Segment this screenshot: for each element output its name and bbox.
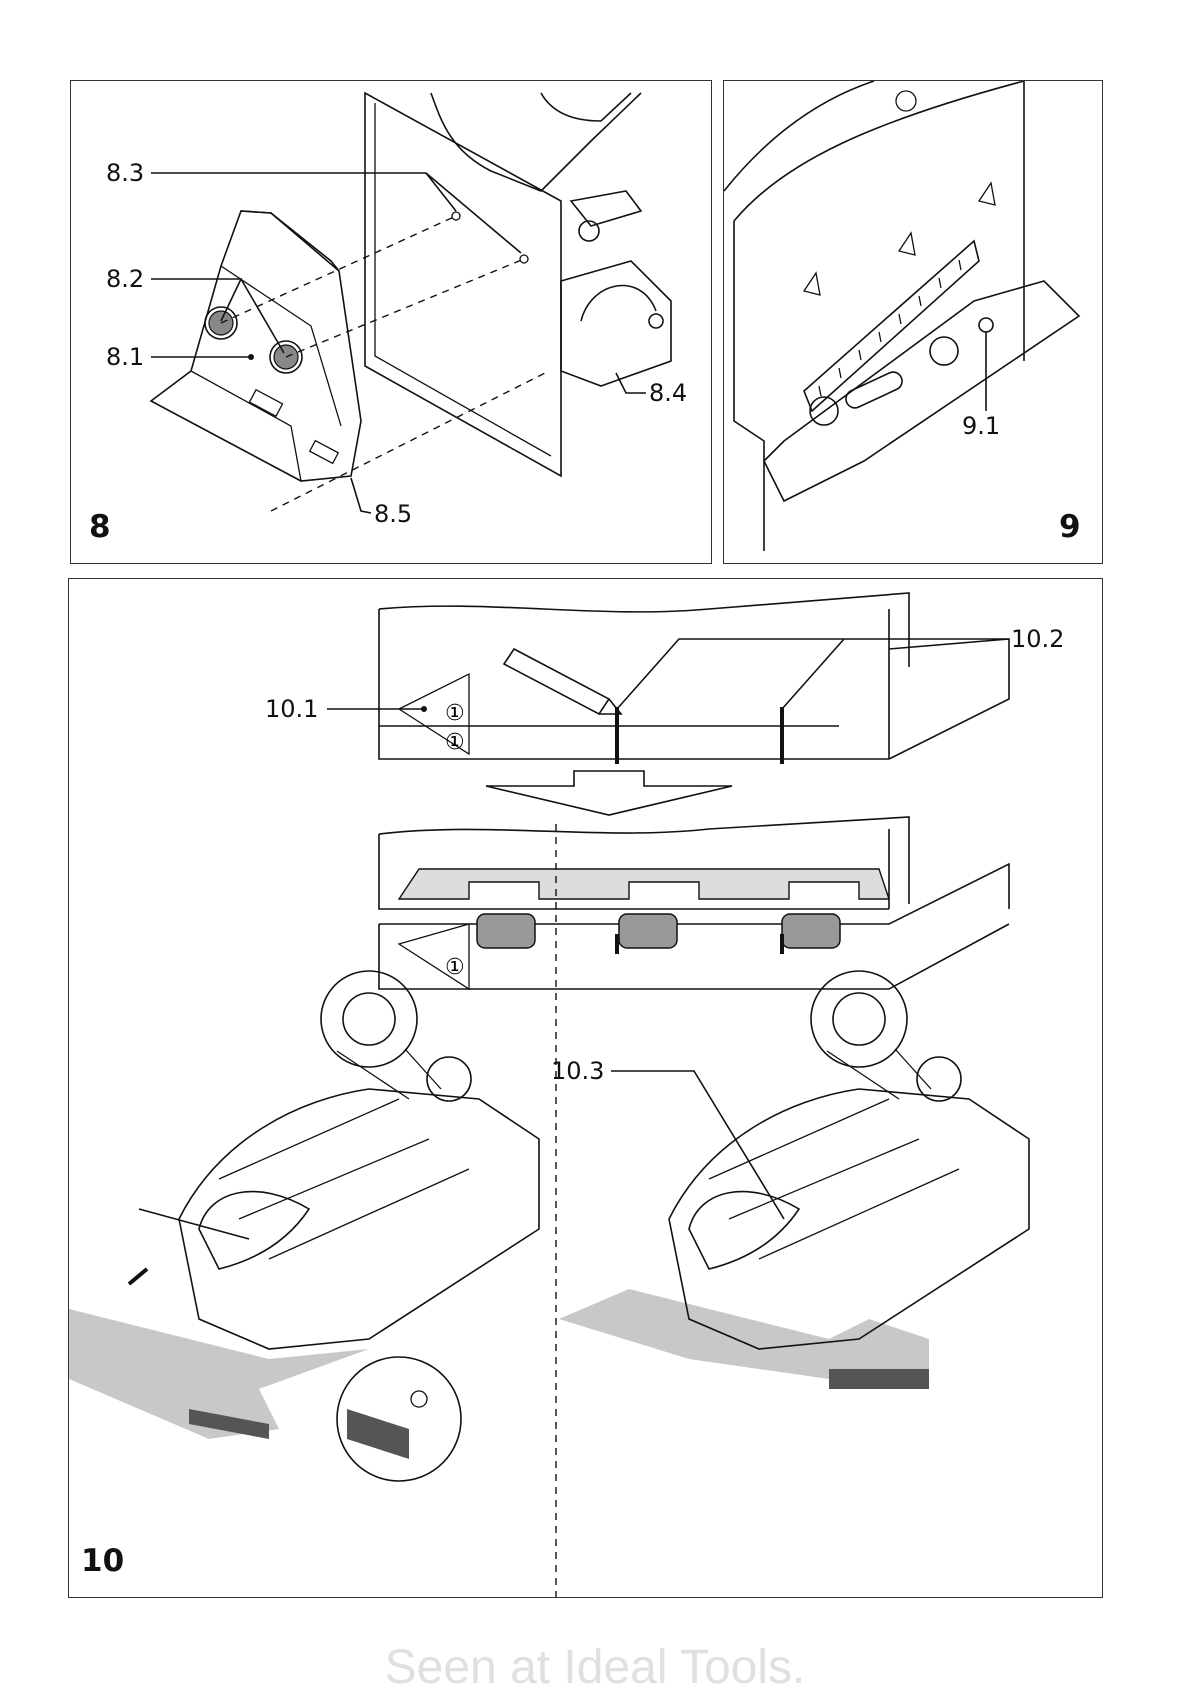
plate-hole-top bbox=[452, 212, 460, 220]
callout-8-3: 8.3 bbox=[106, 159, 144, 187]
machine-left-detail bbox=[219, 1099, 469, 1259]
magnifier-top-left bbox=[321, 971, 417, 1067]
dial-left bbox=[343, 993, 395, 1045]
figure-8-illustration: 8.3 8.2 8.1 8.4 8.5 bbox=[71, 81, 713, 565]
callout-8-2: 8.2 bbox=[106, 265, 144, 293]
alignment-line-2 bbox=[286, 259, 524, 357]
base-hole-2 bbox=[930, 337, 958, 365]
figure-10-panel: ① ① 10.1 10.2 ① bbox=[68, 578, 1103, 1598]
figure-9-panel: 9.1 9 bbox=[723, 80, 1103, 564]
leader-10-2b bbox=[782, 639, 844, 709]
callout-8-1: 8.1 bbox=[106, 343, 144, 371]
magnifier-bottom-pin bbox=[411, 1391, 427, 1407]
leader-10-3 bbox=[611, 1071, 784, 1219]
figure-number-8: 8 bbox=[89, 509, 111, 545]
biscuit-2 bbox=[619, 914, 677, 948]
bracket-inner-lines bbox=[191, 266, 341, 481]
magnifier-top-right bbox=[811, 971, 907, 1067]
lower-board-front bbox=[379, 924, 1009, 989]
marker-triangle-2 bbox=[899, 233, 915, 255]
depth-knob-right bbox=[917, 1057, 961, 1101]
callout-10-1: 10.1 bbox=[265, 695, 318, 723]
workpiece-left-topline bbox=[139, 1209, 249, 1239]
callout-10-2: 10.2 bbox=[1011, 625, 1064, 653]
leader-8-3b bbox=[426, 173, 521, 253]
watermark: Seen at Ideal Tools. bbox=[0, 1640, 1190, 1695]
machine-curve bbox=[724, 81, 874, 191]
workpiece-right bbox=[559, 1289, 929, 1379]
hatched-section bbox=[399, 869, 889, 899]
lower-board-side bbox=[889, 639, 1009, 759]
plate-hole bbox=[896, 91, 916, 111]
leader-10-1-dot bbox=[421, 706, 427, 712]
marker-symbol-lower: ① bbox=[445, 955, 465, 980]
machine-body bbox=[431, 93, 641, 191]
callout-8-5: 8.5 bbox=[374, 500, 412, 528]
plate-hole-bottom bbox=[520, 255, 528, 263]
adjust-knob bbox=[979, 318, 993, 332]
depth-scale bbox=[804, 241, 979, 411]
bracket bbox=[151, 211, 361, 481]
figure-number-10: 10 bbox=[81, 1543, 124, 1579]
scale-screw bbox=[649, 314, 663, 328]
plate-top-edge bbox=[734, 81, 1024, 221]
leader-8-1-dot bbox=[248, 354, 254, 360]
dust-port bbox=[541, 93, 631, 121]
base-rail bbox=[764, 281, 1079, 501]
pencil-body bbox=[504, 649, 609, 714]
marker-triangle-1 bbox=[804, 273, 820, 295]
depth-knob-left bbox=[427, 1057, 471, 1101]
figure-number-9: 9 bbox=[1059, 509, 1081, 545]
lever bbox=[571, 191, 641, 226]
marker-triangle-3 bbox=[979, 183, 995, 205]
angle-scale-body bbox=[561, 261, 671, 386]
bracket-top-edge bbox=[241, 211, 339, 271]
figure-9-illustration: 9.1 bbox=[724, 81, 1104, 565]
scale-ticks bbox=[819, 260, 961, 396]
bracket-slot-2 bbox=[310, 441, 339, 464]
leader-8-5 bbox=[351, 478, 371, 513]
figure-10-illustration: ① ① 10.1 10.2 ① bbox=[69, 579, 1104, 1599]
callout-10-3: 10.3 bbox=[551, 1057, 604, 1085]
down-arrow bbox=[486, 771, 732, 815]
figure-8-panel: 8.3 8.2 8.1 8.4 8.5 8 bbox=[70, 80, 712, 564]
biscuit-1 bbox=[477, 914, 535, 948]
dial-right bbox=[833, 993, 885, 1045]
leader-8-3 bbox=[151, 173, 456, 211]
workpiece-right-edge bbox=[829, 1369, 929, 1389]
callout-8-4: 8.4 bbox=[649, 379, 687, 407]
plate-left-edge bbox=[734, 221, 764, 551]
machine-right-detail bbox=[709, 1099, 959, 1259]
leader-8-2b bbox=[241, 279, 284, 353]
callout-9-1: 9.1 bbox=[962, 412, 1000, 440]
fence-plate-edge bbox=[375, 103, 551, 456]
handle-right bbox=[689, 1192, 799, 1269]
angle-arc bbox=[581, 286, 656, 321]
marker-symbol-top: ① bbox=[445, 701, 465, 726]
magnifier-bottom-workpiece bbox=[347, 1409, 409, 1459]
left-pencil-mark bbox=[129, 1269, 147, 1284]
marker-symbol-bottom: ① bbox=[445, 730, 465, 755]
biscuit-3 bbox=[782, 914, 840, 948]
